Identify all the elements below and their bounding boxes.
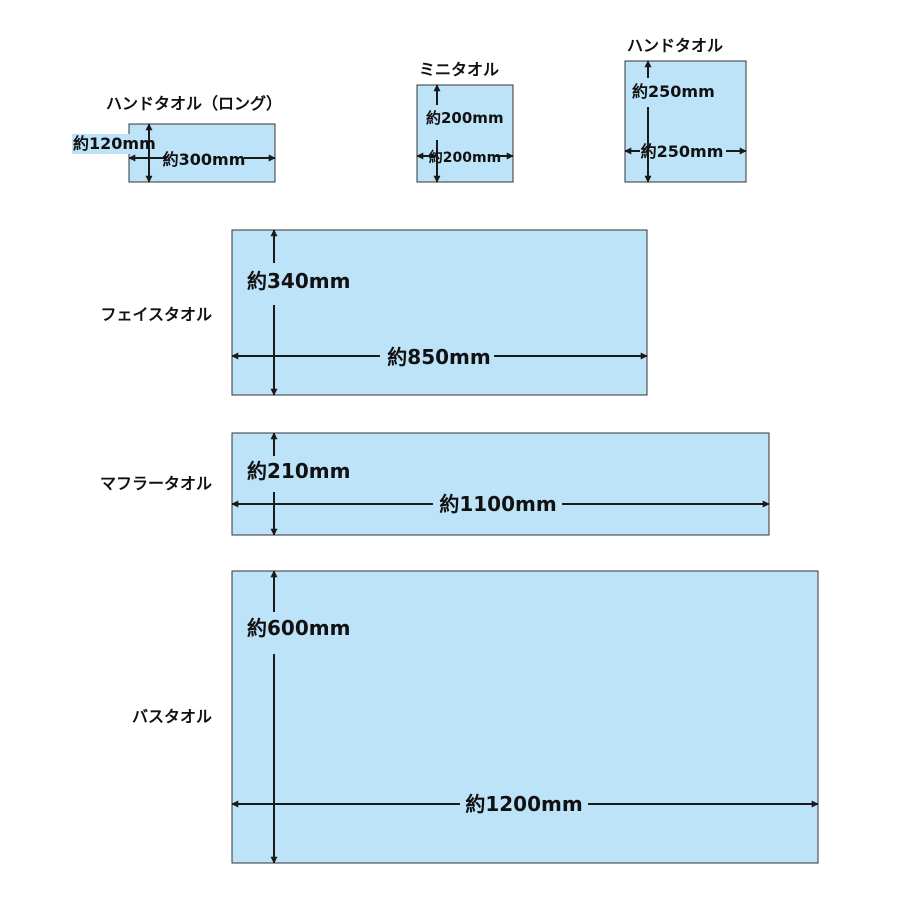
towel-hand: 約250mm 約250mm ハンドタオル (624, 36, 747, 183)
towel-name: バスタオル (132, 707, 212, 726)
height-label: 約210mm (247, 459, 350, 483)
towel-name: フェイスタオル (100, 305, 212, 324)
width-label: 約250mm (641, 142, 724, 161)
towel-name: マフラータオル (100, 474, 212, 493)
towel-hand-long: 約300mm 約120mm ハンドタオル（ロング） (72, 94, 282, 183)
towel-hand-long-shape (128, 123, 276, 183)
height-label: 約600mm (247, 616, 350, 640)
width-label: 約1200mm (465, 792, 582, 816)
height-label-background (72, 134, 146, 154)
width-label: 約200mm (429, 149, 501, 166)
towel-mini: 約200mm 約200mm ミニタオル (416, 60, 514, 183)
towel-hand-shape (624, 60, 747, 183)
towel-face-shape (231, 229, 648, 396)
towel-bath-shape (231, 570, 819, 864)
width-label: 約1100mm (439, 492, 556, 516)
towel-name: ハンドタオル（ロング） (106, 94, 282, 113)
towel-face: 約850mm 約340mm フェイスタオル (100, 229, 648, 396)
towel-bath: 約1200mm 約600mm バスタオル (132, 570, 819, 864)
towel-muffler-shape (231, 432, 770, 536)
width-label: 約300mm (163, 150, 246, 169)
towel-mini-shape (416, 84, 514, 183)
height-label: 約340mm (247, 269, 350, 293)
height-label: 約250mm (632, 82, 715, 101)
towel-name: ハンドタオル (627, 36, 723, 55)
height-label: 約200mm (426, 109, 504, 127)
width-label: 約850mm (387, 345, 490, 369)
towel-muffler: 約1100mm 約210mm マフラータオル (100, 432, 770, 536)
towel-name: ミニタオル (419, 60, 499, 79)
height-label: 約120mm (73, 134, 156, 153)
